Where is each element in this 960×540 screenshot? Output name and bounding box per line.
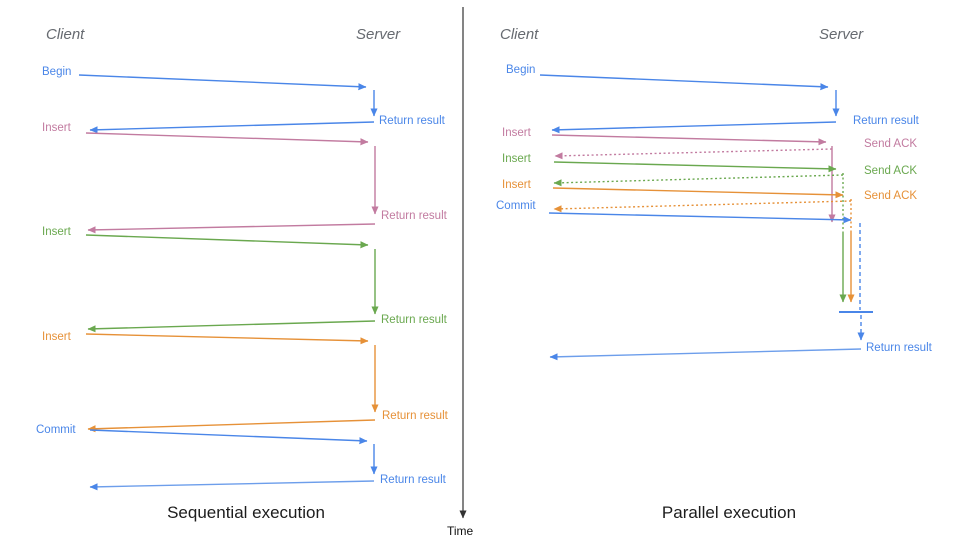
seq-commit-response-label: Return result: [380, 474, 446, 486]
par-begin-label: Begin: [506, 64, 536, 76]
par-insert2-request-arrow: [553, 161, 837, 173]
par-server-header: Server: [819, 26, 864, 43]
seq-begin-response-label: Return result: [379, 115, 445, 127]
seq-insert1-request-arrow: [85, 132, 369, 146]
par-commit-response-label: Return result: [866, 342, 932, 354]
par-begin-return-arrow: [551, 121, 837, 134]
seq-begin-request-arrow: [78, 74, 367, 91]
par-insert1-request-arrow: [551, 134, 827, 146]
seq-insert3-label: Insert: [42, 331, 71, 343]
par-insert1-ack-label: Send ACK: [864, 138, 918, 150]
seq-insert2-label: Insert: [42, 226, 71, 238]
par-insert3-ack-label: Send ACK: [864, 190, 918, 202]
seq-client-header: Client: [46, 26, 85, 43]
par-client-header: Client: [500, 26, 539, 43]
par-insert1-ack-arrow: [554, 148, 833, 160]
seq-diagram-title: Sequential execution: [167, 503, 325, 522]
seq-server-header: Server: [356, 26, 401, 43]
seq-commit-request-arrow: [89, 429, 368, 445]
par-insert2-ack-label: Send ACK: [864, 165, 918, 177]
time-axis-label: Time: [447, 524, 474, 538]
par-diagram-title: Parallel execution: [661, 503, 797, 522]
par-diagram-arrows: [539, 74, 873, 361]
seq-begin-label: Begin: [42, 66, 72, 78]
par-commit-request-arrow: [548, 212, 852, 224]
seq-commit-return-arrow: [89, 480, 375, 491]
seq-begin-return-arrow: [89, 121, 375, 134]
seq-insert1-label: Insert: [42, 122, 71, 134]
seq-insert2-return-arrow: [87, 320, 376, 333]
par-insert3-request-arrow: [552, 187, 844, 199]
seq-insert3-response-label: Return result: [382, 410, 448, 422]
seq-insert1-response-label: Return result: [381, 210, 447, 222]
par-insert1-label: Insert: [502, 127, 531, 139]
seq-insert1-return-arrow: [87, 223, 376, 234]
par-insert3-label: Insert: [502, 179, 531, 191]
par-commit-return-arrow: [549, 348, 862, 361]
seq-insert3-request-arrow: [85, 333, 369, 345]
par-commit-label: Commit: [496, 200, 536, 212]
par-begin-response-label: Return result: [853, 115, 919, 127]
seq-insert2-response-label: Return result: [381, 314, 447, 326]
seq-commit-label: Commit: [36, 424, 76, 436]
par-insert2-label: Insert: [502, 153, 531, 165]
seq-diagram-arrows: [78, 74, 379, 491]
seq-insert3-return-arrow: [87, 419, 376, 433]
par-begin-request-arrow: [539, 74, 829, 91]
par-insert2-ack-arrow: [553, 174, 844, 187]
par-insert3-ack-arrow: [553, 200, 852, 213]
seq-insert2-request-arrow: [85, 234, 369, 249]
